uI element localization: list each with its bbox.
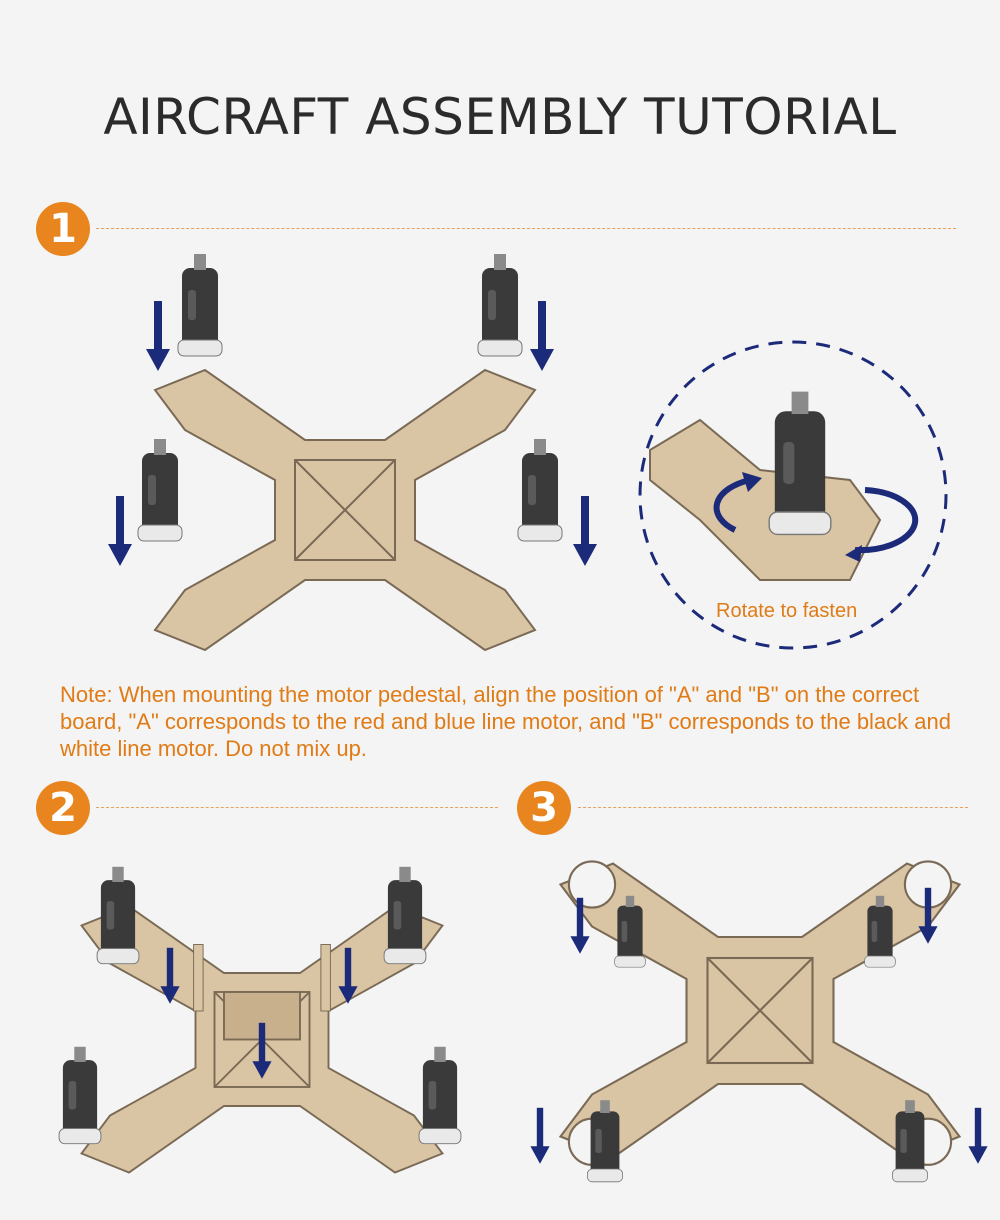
step-3-arrow-bottom-left bbox=[530, 1107, 550, 1164]
step-2-divider bbox=[96, 807, 498, 808]
step-1-motor-top-right bbox=[477, 253, 523, 357]
step-1-motor-bottom-right bbox=[517, 438, 563, 542]
page-title: AIRCRAFT ASSEMBLY TUTORIAL bbox=[103, 88, 897, 146]
step-1-arrow-top-right bbox=[530, 301, 554, 371]
step-1-arrow-top-left bbox=[146, 301, 170, 371]
step-2-motor-bottom-right bbox=[418, 1046, 462, 1145]
step-1-motor-top-left bbox=[177, 253, 223, 357]
step-2-number: 2 bbox=[49, 785, 77, 831]
step-1-divider bbox=[96, 228, 956, 229]
step-1-frame bbox=[154, 369, 536, 651]
step-1-motor-bottom-left bbox=[137, 438, 183, 542]
step-1-number: 1 bbox=[49, 206, 77, 252]
step-1-arrow-bottom-right bbox=[573, 496, 597, 566]
rotate-detail bbox=[638, 340, 948, 650]
step-1-badge: 1 bbox=[36, 202, 90, 256]
assembly-note: Note: When mounting the motor pedestal, … bbox=[60, 682, 951, 761]
step-3-number: 3 bbox=[530, 785, 558, 831]
step-2-motor-top-left bbox=[96, 866, 140, 965]
step-2-motor-bottom-left bbox=[58, 1046, 102, 1145]
rotate-to-fasten-label: Rotate to fasten bbox=[716, 600, 858, 622]
step-3-divider bbox=[578, 807, 968, 808]
step-1-arrow-bottom-left bbox=[108, 496, 132, 566]
step-3-arrow-bottom-right bbox=[968, 1107, 988, 1164]
step-3-badge: 3 bbox=[517, 781, 571, 835]
step-2-badge: 2 bbox=[36, 781, 90, 835]
step-2-motor-top-right bbox=[383, 866, 427, 965]
